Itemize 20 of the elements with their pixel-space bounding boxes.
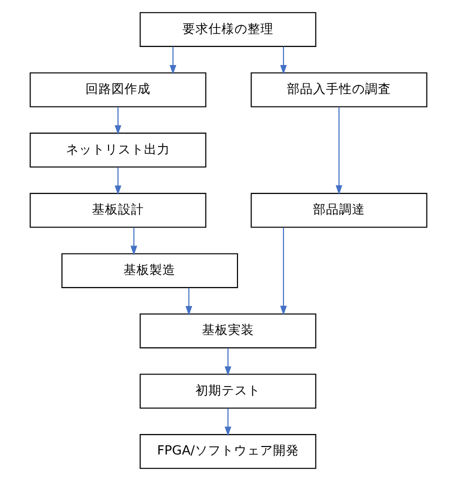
arrow xyxy=(186,288,192,316)
node-box: 回路図作成 xyxy=(30,72,206,108)
arrow xyxy=(114,106,122,135)
arrow xyxy=(170,46,176,74)
node-box: ネットリスト出力 xyxy=(30,132,206,168)
node-box: 要求仕様の整理 xyxy=(140,12,316,47)
node-box: 基板実装 xyxy=(140,313,316,348)
node-box: 基板設計 xyxy=(30,192,206,228)
arrow xyxy=(114,167,122,196)
node-box: 部品調達 xyxy=(250,192,428,228)
arrow xyxy=(280,46,287,74)
node-box: 初期テスト xyxy=(140,374,316,409)
node-box: 基板製造 xyxy=(61,253,238,288)
arrow xyxy=(280,228,287,316)
arrow xyxy=(224,408,232,436)
arrow xyxy=(224,348,232,376)
arrow xyxy=(130,227,138,256)
node-box: 部品入手性の調査 xyxy=(250,72,428,108)
arrow xyxy=(336,107,342,195)
node-box: FPGA/ソフトウェア開発 xyxy=(140,434,316,469)
